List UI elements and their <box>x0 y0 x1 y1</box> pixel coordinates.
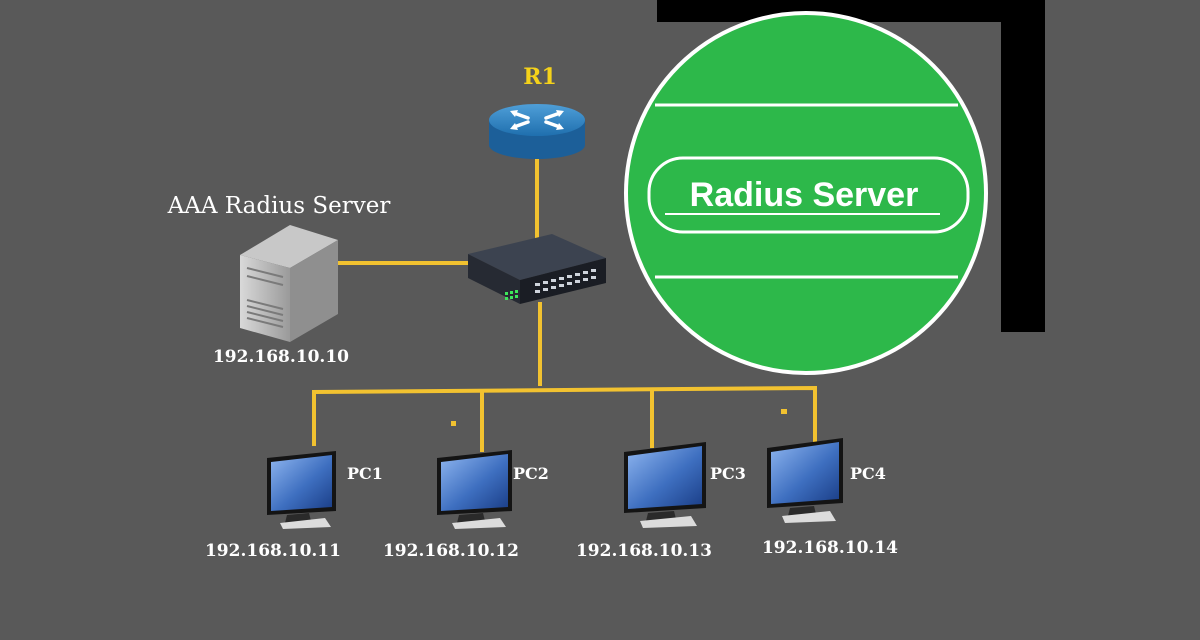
pc4-ip: 192.168.10.14 <box>762 538 898 558</box>
server-tower-icon[interactable] <box>240 225 338 342</box>
link-marker <box>451 421 456 426</box>
server-ip: 192.168.10.10 <box>213 347 349 367</box>
pc4-label: PC4 <box>850 464 886 483</box>
pc1-label: PC1 <box>347 464 383 483</box>
pc4[interactable]: PC4 192.168.10.14 <box>762 438 898 558</box>
network-switch-icon[interactable] <box>468 234 606 304</box>
link-pc-bus <box>312 385 817 446</box>
radius-server-badge: Radius Server <box>624 11 988 375</box>
link-marker <box>781 409 787 414</box>
monitor-icon <box>267 451 336 529</box>
network-links <box>312 158 817 452</box>
pc1-ip: 192.168.10.11 <box>205 541 341 561</box>
pc3-ip: 192.168.10.13 <box>576 541 712 561</box>
pc3-label: PC3 <box>710 464 746 483</box>
router-icon[interactable] <box>489 104 585 159</box>
badge-label: Radius Server <box>690 176 919 214</box>
pc1[interactable]: PC1 192.168.10.11 <box>205 451 383 561</box>
monitor-icon <box>767 438 843 523</box>
pc3[interactable]: PC3 192.168.10.13 <box>576 442 746 561</box>
router-label: R1 <box>523 64 557 90</box>
pc2-ip: 192.168.10.12 <box>383 541 519 561</box>
monitor-icon <box>437 450 512 529</box>
server-title: AAA Radius Server <box>167 193 391 219</box>
pc2[interactable]: PC2 192.168.10.12 <box>383 450 549 561</box>
black-frame <box>657 0 1045 332</box>
monitor-icon <box>624 442 706 528</box>
pc2-label: PC2 <box>513 464 549 483</box>
